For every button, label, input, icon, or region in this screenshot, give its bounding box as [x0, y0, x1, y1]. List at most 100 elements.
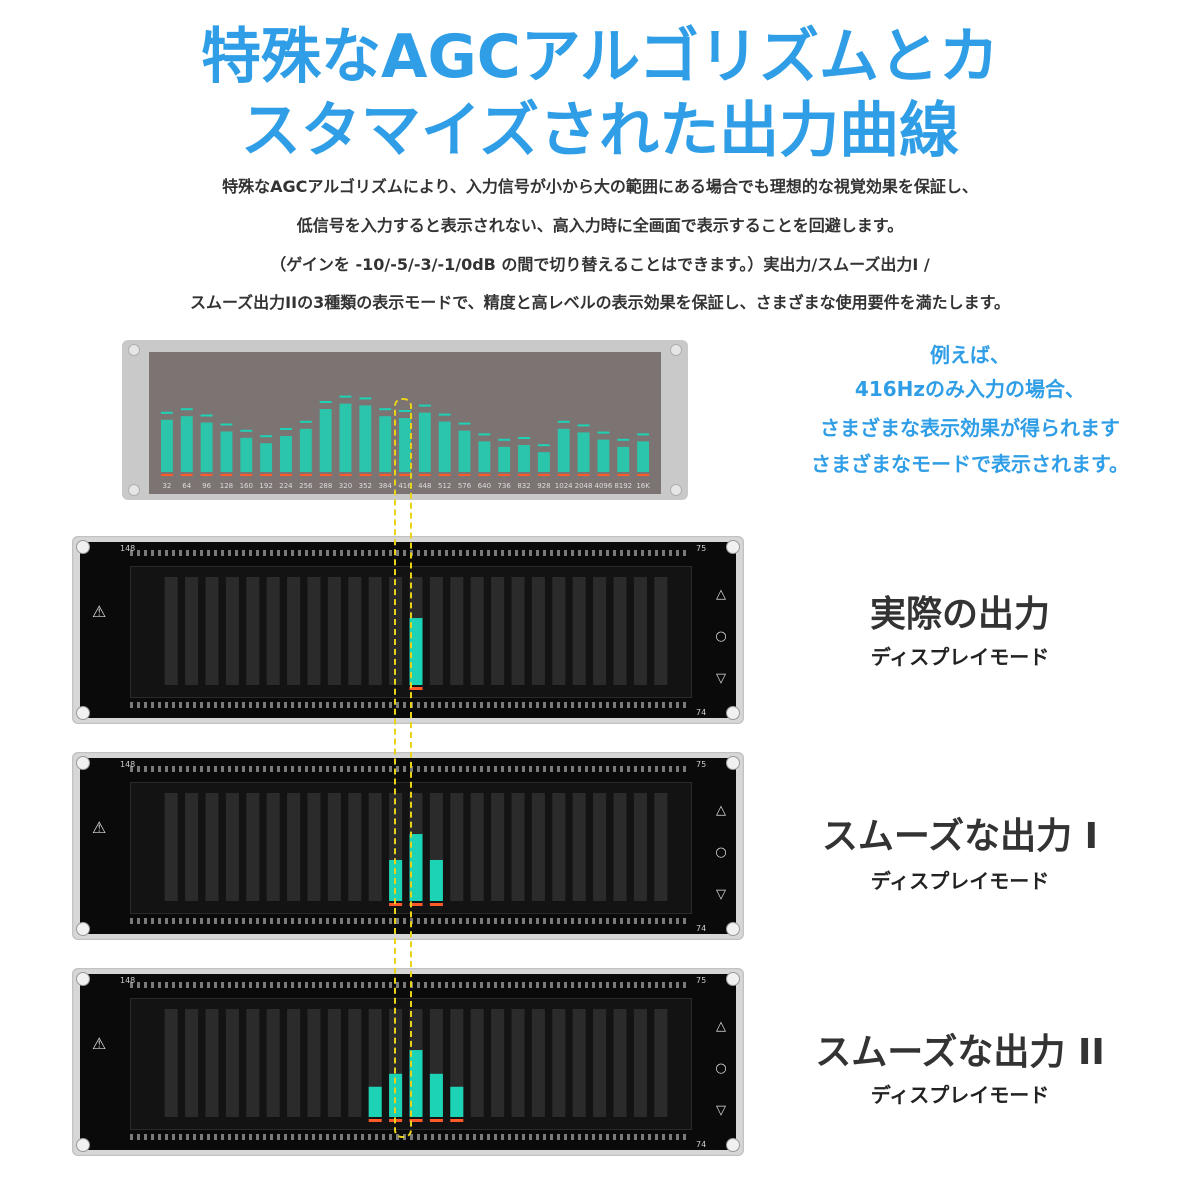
- circle-icon[interactable]: ○: [715, 845, 727, 860]
- display-column: [287, 1009, 301, 1117]
- display-column: [491, 577, 505, 685]
- frequency-label: 192: [259, 482, 272, 490]
- display-column: [348, 1009, 362, 1117]
- board-label-bottom: 74: [696, 1140, 707, 1149]
- display-column: [164, 793, 178, 901]
- display-column: [572, 577, 586, 685]
- display-column: [531, 793, 545, 901]
- display-column: [633, 793, 647, 901]
- display-column: [327, 1009, 341, 1117]
- preview-peak: [418, 404, 431, 407]
- preview-baseline-marker: [359, 474, 372, 476]
- peak-marker: [429, 1119, 443, 1122]
- circle-icon[interactable]: ○: [715, 1061, 727, 1076]
- preview-peak: [557, 420, 570, 423]
- screw-icon: [76, 540, 90, 554]
- screw-icon: [76, 922, 90, 936]
- level-bar: [429, 1073, 443, 1117]
- page-title-line1: 特殊なAGCアルゴリズムとカ: [201, 22, 999, 92]
- screw-icon: [128, 344, 140, 356]
- peak-marker: [368, 1119, 382, 1122]
- display-column: [593, 793, 607, 901]
- display-column: [511, 1009, 525, 1117]
- display-column: [225, 793, 239, 901]
- board-label-left: 148: [120, 976, 136, 985]
- preview-baseline-marker: [379, 474, 392, 476]
- up-triangle-icon[interactable]: △: [716, 587, 726, 602]
- display-column: [368, 577, 382, 685]
- display-device-actual: 148 75 74 ⚠ △ ○ ▽: [72, 536, 744, 724]
- screw-icon: [726, 1138, 740, 1152]
- peak-marker: [409, 1119, 423, 1122]
- level-bar: [450, 1086, 464, 1117]
- mode-subtitle-smooth-1: ディスプレイモード: [870, 869, 1050, 893]
- up-triangle-icon[interactable]: △: [716, 1019, 726, 1034]
- display-column: [613, 1009, 627, 1117]
- frequency-label: 8192: [614, 482, 632, 490]
- board-label-bottom: 74: [696, 924, 707, 933]
- frequency-label: 640: [478, 482, 491, 490]
- preview-bar: [518, 445, 530, 472]
- display-column: [246, 1009, 260, 1117]
- mode-subtitle-actual: ディスプレイモード: [870, 645, 1050, 669]
- preview-bar: [180, 416, 193, 472]
- preview-peak: [220, 423, 233, 426]
- down-triangle-icon[interactable]: ▽: [716, 671, 726, 686]
- mode-title-actual: 実際の出力: [869, 594, 1050, 635]
- preview-peak: [299, 420, 312, 423]
- frequency-label: 96: [202, 482, 211, 490]
- preview-peak: [359, 397, 372, 400]
- display-column: [572, 1009, 586, 1117]
- display-column: [266, 1009, 280, 1117]
- preview-bar: [160, 419, 173, 472]
- display-column: [552, 793, 566, 901]
- preview-baseline-marker: [220, 474, 233, 476]
- display-column: [654, 1009, 668, 1117]
- preview-peak: [518, 437, 530, 439]
- preview-bar: [299, 428, 312, 472]
- display-column: [287, 577, 301, 685]
- frequency-label: 512: [438, 482, 451, 490]
- preview-baseline-marker: [180, 474, 193, 476]
- frequency-label: 448: [418, 482, 431, 490]
- screw-icon: [76, 706, 90, 720]
- frequency-label: 16K: [636, 482, 650, 490]
- screw-icon: [726, 756, 740, 770]
- warning-icon: ⚠: [92, 602, 107, 621]
- display-column: [266, 793, 280, 901]
- circle-icon[interactable]: ○: [715, 629, 727, 644]
- frequency-label: 4096: [594, 482, 612, 490]
- preview-peak: [537, 444, 550, 447]
- preview-baseline-marker: [617, 474, 630, 476]
- up-triangle-icon[interactable]: △: [716, 803, 726, 818]
- description-line-4: スムーズ出力IIの3種類の表示モードで、精度と高レベルの表示効果を保証し、さまざ…: [189, 293, 1010, 312]
- preview-peak: [399, 410, 411, 412]
- board-label-right: 75: [696, 544, 707, 553]
- preview-peak: [200, 414, 213, 417]
- display-column: [491, 1009, 505, 1117]
- preview-bar: [200, 422, 213, 472]
- screw-icon: [670, 484, 682, 496]
- device-body: 148 75 74 ⚠ △ ○ ▽: [80, 974, 736, 1150]
- preview-peak: [240, 429, 253, 432]
- preview-baseline-marker: [399, 474, 411, 476]
- display-column: [368, 793, 382, 901]
- display-column: [246, 577, 260, 685]
- display-column: [511, 793, 525, 901]
- preview-bar: [597, 439, 610, 472]
- display-column: [164, 577, 178, 685]
- level-bar: [368, 1086, 382, 1117]
- preview-baseline-marker: [537, 474, 550, 476]
- preview-peak: [180, 408, 193, 411]
- preview-bar: [359, 405, 372, 472]
- preview-bar: [438, 421, 451, 472]
- preview-baseline-marker: [299, 474, 312, 476]
- down-triangle-icon[interactable]: ▽: [716, 1103, 726, 1118]
- frequency-label: 2048: [575, 482, 593, 490]
- frequency-label: 320: [339, 482, 352, 490]
- board-label-right: 75: [696, 976, 707, 985]
- display-column: [450, 577, 464, 685]
- down-triangle-icon[interactable]: ▽: [716, 887, 726, 902]
- display-column: [348, 793, 362, 901]
